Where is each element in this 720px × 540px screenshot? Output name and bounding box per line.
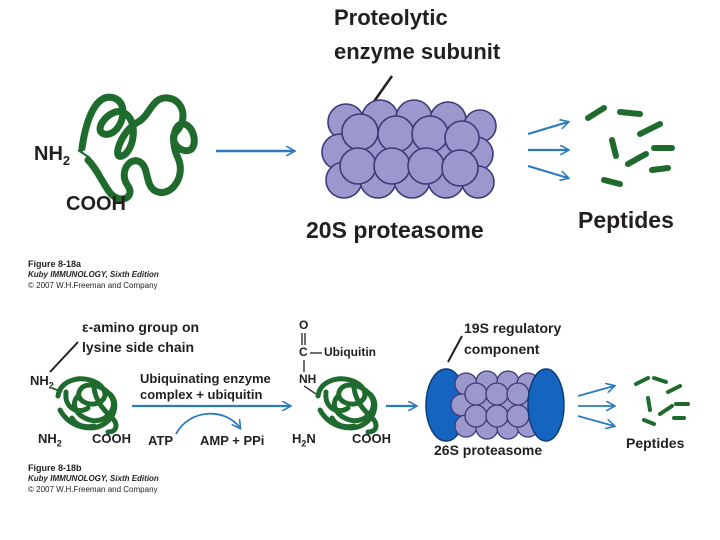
- cooh-label-a: COOH: [66, 193, 126, 215]
- epsilon-label-line2: lysine side chain: [82, 339, 195, 355]
- nh2-top-label-b-text: NH: [30, 373, 49, 388]
- nh2-bottom-label-b-sub: 2: [56, 438, 62, 449]
- arrows-to-peptides-a: [527, 122, 568, 178]
- epsilon-pointer: [49, 341, 79, 373]
- ubiquitin-label: Ubiquitin: [324, 345, 376, 359]
- regulatory-label-line1: 19S regulatory: [464, 320, 562, 336]
- nh2-label-a-text: NH: [34, 143, 63, 165]
- proteasome-20s: [321, 99, 497, 199]
- folded-protein-left: [55, 376, 119, 435]
- peptide-fragments-b: [634, 376, 690, 426]
- carbon-label: C: [299, 345, 308, 359]
- h2n-label-sub: 2: [301, 438, 307, 449]
- caption-title-a: Figure 8-18a: [28, 259, 82, 269]
- caption-title-b: Figure 8-18b: [28, 463, 82, 473]
- enzyme-subunit-label-line1: Proteolytic: [334, 5, 448, 30]
- folded-protein-right: [315, 376, 379, 435]
- nh2-connector-b: [51, 387, 63, 393]
- cooh-right-label-b: COOH: [352, 431, 391, 446]
- epsilon-label-line1: ε-amino group on: [82, 319, 200, 335]
- nh-label: NH: [299, 372, 317, 386]
- enzyme-subunit-label-line2: enzyme subunit: [334, 39, 501, 64]
- cooh-left-label-b: COOH: [92, 431, 131, 446]
- h2n-label: H2N: [292, 432, 316, 449]
- enzyme-complex-line1: Ubiquinating enzyme: [140, 371, 271, 386]
- h2n-label-h: H: [292, 431, 302, 446]
- peptide-fragments-a: [585, 105, 675, 187]
- nh2-bottom-label-b-text: NH: [38, 431, 57, 446]
- proteasome-26s-label: 26S proteasome: [434, 442, 543, 458]
- nh2-top-label-b-sub: 2: [48, 380, 54, 391]
- protein-coil-a: [78, 93, 198, 203]
- nh2-connector-a: [77, 149, 91, 159]
- proteasome-26s-core: [450, 370, 540, 440]
- arrows-to-peptides-b: [577, 386, 614, 426]
- regulatory-cap-right: [527, 368, 565, 442]
- proteasome-20s-label: 20S proteasome: [306, 217, 484, 243]
- enzyme-complex-line2: complex + ubiquitin: [140, 387, 263, 402]
- oxygen-label: O: [299, 318, 309, 332]
- regulatory-label-line2: component: [464, 341, 540, 357]
- h2n-label-n: N: [306, 431, 316, 446]
- caption-source-b: Kuby IMMUNOLOGY, Sixth Edition: [28, 474, 159, 483]
- caption-copyright-b: © 2007 W.H.Freeman and Company: [28, 485, 158, 494]
- atp-amp-curve: [175, 412, 240, 435]
- caption-copyright-a: © 2007 W.H.Freeman and Company: [28, 281, 158, 290]
- nh2-top-label-b: NH2: [30, 374, 54, 391]
- caption-source-a: Kuby IMMUNOLOGY, Sixth Edition: [28, 270, 159, 279]
- atp-label: ATP: [148, 433, 174, 448]
- regulatory-pointer: [447, 335, 463, 363]
- peptides-label-b: Peptides: [626, 435, 685, 451]
- nh2-label-a-sub: 2: [62, 153, 71, 168]
- peptides-label-a: Peptides: [578, 207, 674, 233]
- nh2-bottom-label-b: NH2: [38, 432, 62, 449]
- bond-nh-protein: [303, 385, 317, 395]
- amp-label: AMP + PPi: [200, 433, 265, 448]
- nh2-label-a: NH2: [34, 144, 70, 168]
